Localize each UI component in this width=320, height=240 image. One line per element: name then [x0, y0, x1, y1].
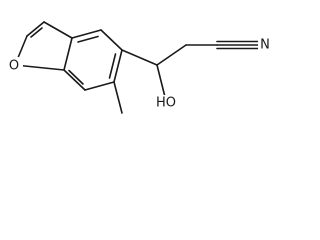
bond-ch-ch2 — [156, 44, 187, 66]
bond-c7-c7a-inner — [68, 69, 84, 85]
furan-oxygen-label: O — [9, 59, 19, 74]
bond-c5-c6-inner — [108, 53, 117, 79]
bond-c3a-c4 — [71, 29, 102, 39]
nitrile-nitrogen-bg — [258, 36, 273, 54]
bond-c5-ch — [121, 49, 158, 66]
bond-c3a-c3 — [43, 21, 73, 39]
chemical-structure: O HO N — [5, 21, 273, 114]
atom-labels: O HO N — [5, 36, 273, 111]
bond-o1-c7a — [14, 64, 65, 71]
furan-oxygen-bg — [5, 57, 23, 73]
bond-c3a-c4-inner — [77, 35, 99, 43]
bond-c4-c5 — [100, 29, 123, 51]
bond-c3-c2 — [26, 21, 45, 37]
bond-c6-methyl — [113, 81, 123, 114]
bond-c5-c6 — [113, 49, 123, 83]
nitrile-nitrogen-label: N — [260, 38, 270, 53]
hydroxyl-bg — [152, 95, 180, 111]
bond-c6-c7 — [84, 81, 115, 91]
bonds — [14, 21, 261, 114]
bond-c7-c7a — [63, 69, 86, 91]
hydroxyl-label: HO — [156, 96, 176, 111]
bond-c7a-c3a — [63, 37, 73, 71]
bond-c3-c2-inner — [30, 27, 43, 38]
